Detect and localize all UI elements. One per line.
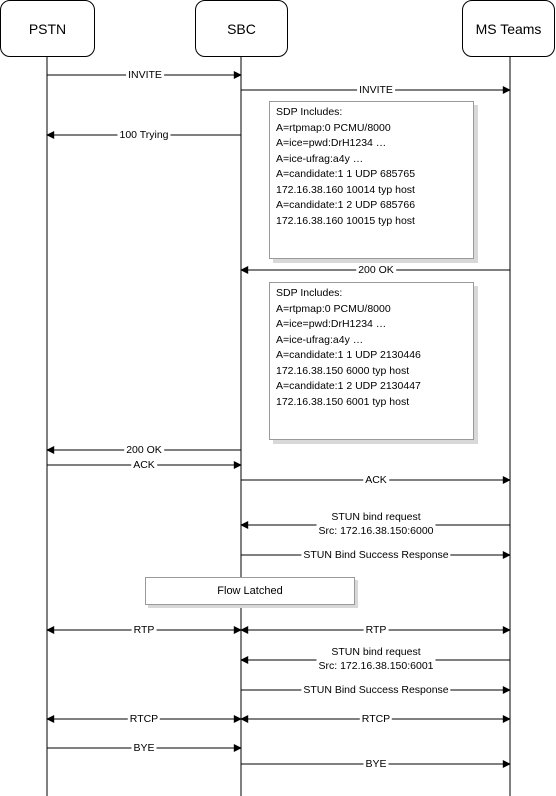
label-ack-1: ACK bbox=[131, 459, 157, 471]
label-line: STUN bind request bbox=[331, 646, 421, 658]
label-bye-1: BYE bbox=[131, 742, 157, 754]
sdp-line: A=ice=pwd:DrH1234 … bbox=[276, 137, 387, 149]
label-stun-request-2: STUN bind request Src: 172.16.38.150:600… bbox=[316, 645, 436, 673]
participant-label: PSTN bbox=[28, 20, 67, 37]
label-200-ok-1: 200 OK bbox=[356, 264, 396, 276]
flow-latched-label: Flow Latched bbox=[217, 585, 283, 597]
participant-sbc: SBC bbox=[195, 0, 288, 57]
label-line: Src: 172.16.38.150:6001 bbox=[318, 660, 434, 672]
label-rtcp-1: RTCP bbox=[127, 713, 161, 725]
sdp-line: A=candidate:1 2 UDP 685766 bbox=[276, 199, 416, 211]
sdp-line: 172.16.38.160 10014 typ host bbox=[276, 183, 415, 196]
sdp-line: SDP Includes: bbox=[276, 287, 343, 299]
label-100-trying: 100 Trying bbox=[117, 129, 171, 141]
label-invite-2: INVITE bbox=[357, 84, 395, 96]
label-bye-2: BYE bbox=[363, 758, 389, 770]
sdp-line: 172.16.38.150 6001 typ host bbox=[276, 395, 410, 408]
label-stun-response-1: STUN Bind Success Response bbox=[301, 549, 451, 561]
sdp-line: A=rtpmap:0 PCMU/8000 bbox=[276, 302, 391, 315]
participant-label: MS Teams bbox=[475, 20, 542, 37]
label-ack-2: ACK bbox=[363, 474, 389, 486]
sdp-line: A=ice-ufrag:a4y … bbox=[276, 333, 364, 346]
sdp-line: A=candidate:1 2 UDP 2130447 bbox=[276, 380, 421, 392]
participant-ms-teams: MS Teams bbox=[462, 0, 555, 57]
label-200-ok-2: 200 OK bbox=[124, 444, 164, 456]
label-line: STUN bind request bbox=[331, 511, 421, 523]
participant-pstn: PSTN bbox=[0, 0, 95, 57]
label-rtp-2: RTP bbox=[363, 624, 389, 636]
sdp-line: A=candidate:1 1 UDP 2130446 bbox=[276, 349, 421, 361]
sdp-line: A=ice-ufrag:a4y … bbox=[276, 152, 364, 165]
participant-label: SBC bbox=[227, 20, 256, 37]
label-invite-1: INVITE bbox=[126, 69, 164, 81]
flow-latched-note: Flow Latched bbox=[145, 577, 355, 605]
label-stun-response-2: STUN Bind Success Response bbox=[301, 684, 451, 696]
sdp-line: A=rtpmap:0 PCMU/8000 bbox=[276, 121, 391, 134]
sdp-line: 172.16.38.160 10015 typ host bbox=[276, 214, 415, 227]
sdp-line: SDP Includes: bbox=[276, 106, 343, 118]
label-line: Src: 172.16.38.150:6000 bbox=[318, 525, 434, 537]
sdp-line: A=ice=pwd:DrH1234 … bbox=[276, 318, 387, 330]
sdp-note-offer: SDP Includes: A=rtpmap:0 PCMU/8000 A=ice… bbox=[269, 101, 474, 259]
sdp-note-answer: SDP Includes: A=rtpmap:0 PCMU/8000 A=ice… bbox=[269, 282, 474, 440]
label-stun-request-1: STUN bind request Src: 172.16.38.150:600… bbox=[316, 510, 436, 538]
label-rtp-1: RTP bbox=[131, 624, 157, 636]
sdp-line: 172.16.38.150 6000 typ host bbox=[276, 364, 410, 377]
label-rtcp-2: RTCP bbox=[359, 713, 393, 725]
sdp-line: A=candidate:1 1 UDP 685765 bbox=[276, 168, 416, 180]
